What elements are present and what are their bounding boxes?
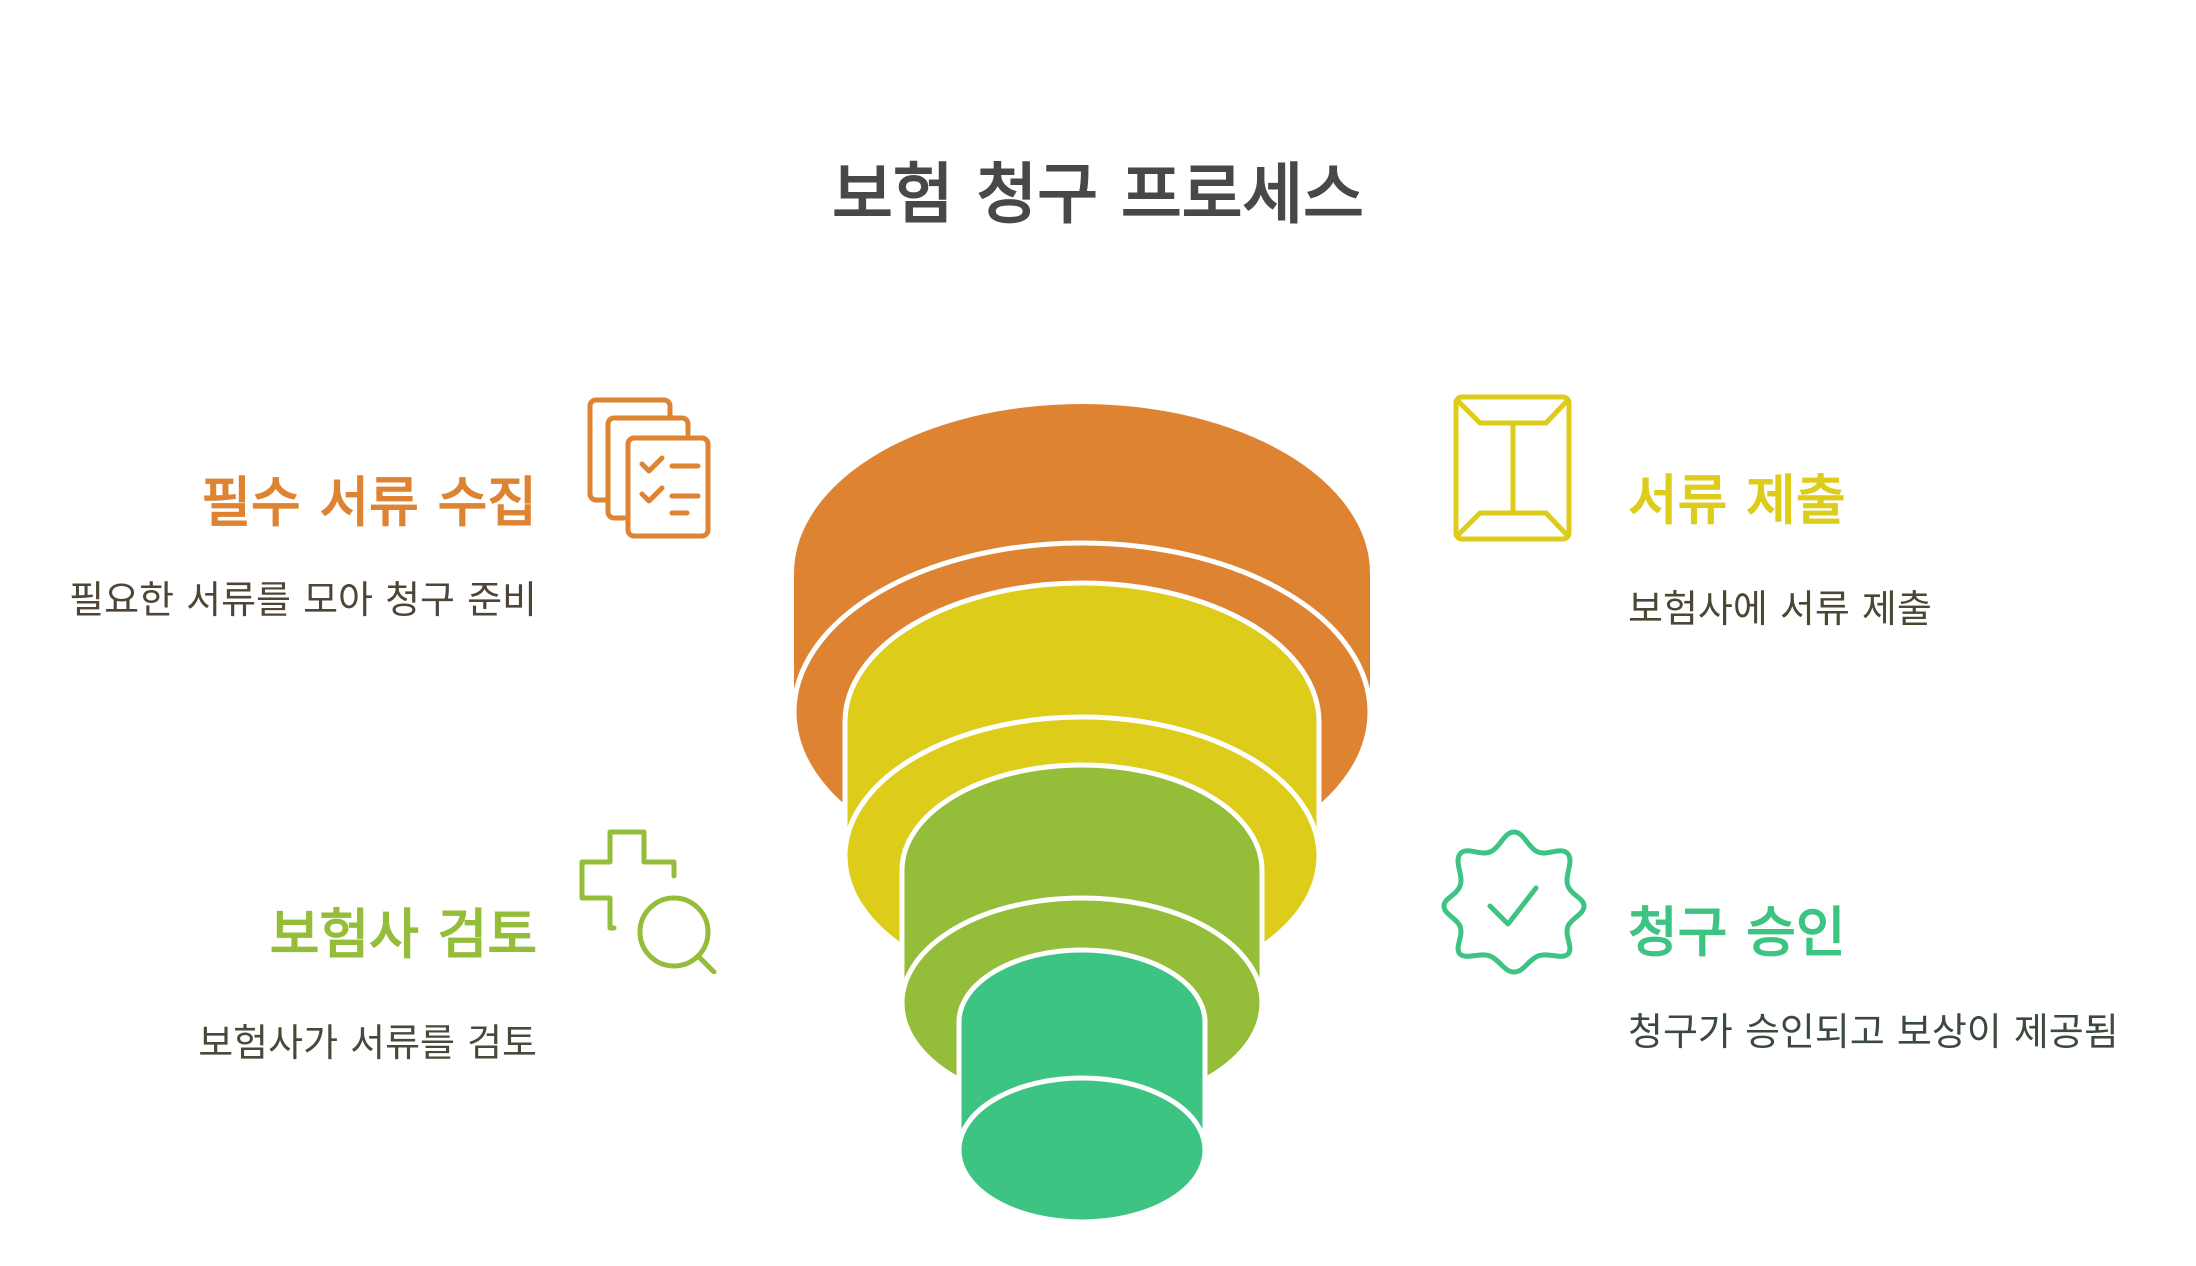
stage-2-description: 보험사에 서류 제출 xyxy=(1628,587,1932,631)
envelope-icon xyxy=(1453,394,1572,542)
stage-1-description: 필요한 서류를 모아 청구 준비 xyxy=(69,578,537,622)
stage-3-description: 보험사가 서류를 검토 xyxy=(198,1021,537,1065)
documents-checklist-icon xyxy=(587,397,711,539)
diagram-title: 보험 청구 프로세스 xyxy=(832,156,1364,233)
medical-search-icon xyxy=(579,829,717,974)
stage-1-heading: 필수 서류 수집 xyxy=(201,471,537,534)
stage-2-heading: 서류 제출 xyxy=(1628,469,1846,532)
stage-4-description: 청구가 승인되고 보상이 제공됨 xyxy=(1628,1010,2119,1054)
funnel-stage-4 xyxy=(956,947,1208,1225)
stage-3-heading: 보험사 검토 xyxy=(269,903,537,966)
stage-4-heading: 청구 승인 xyxy=(1628,901,1846,964)
approval-badge-icon xyxy=(1441,829,1587,975)
